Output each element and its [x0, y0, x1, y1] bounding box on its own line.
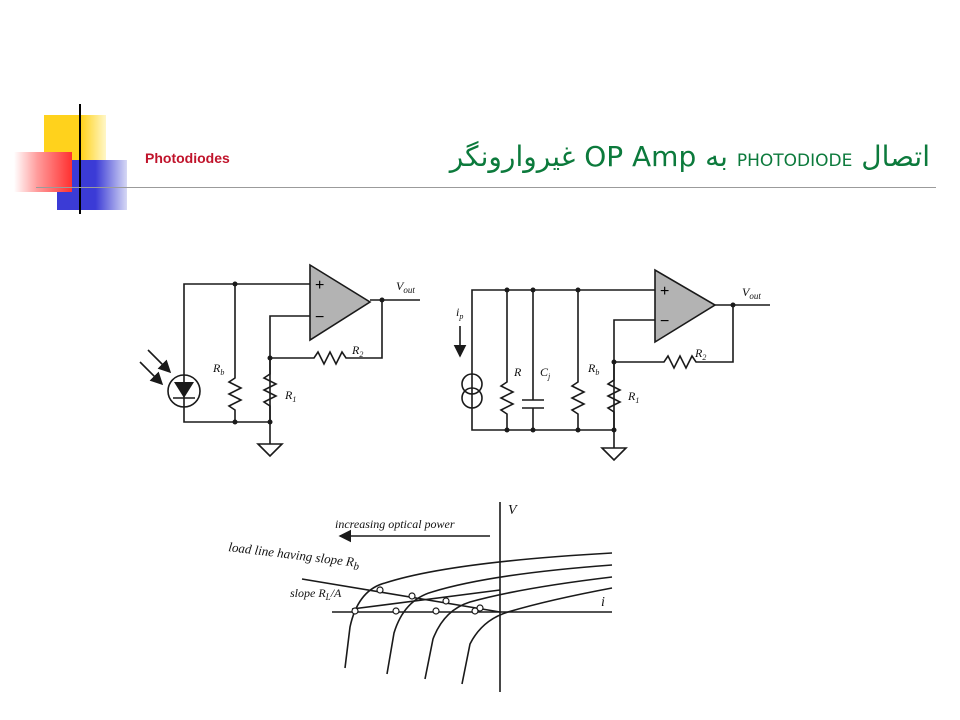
svg-text:load line having slope Rb: load line having slope Rb [227, 539, 361, 573]
left-minus-wire [269, 315, 310, 422]
iv-graph: V i increasing optical power load line h… [227, 502, 613, 692]
right-ip-sub: p [458, 312, 463, 321]
left-r1-sub: 1 [292, 395, 296, 404]
right-rb-resistor [570, 290, 586, 430]
right-circuit: + − Vout ip R Cj Rb R2 R1 [453, 268, 770, 462]
left-rb-resistor [227, 284, 243, 422]
right-ip: i [456, 305, 459, 319]
right-opamp-minus: − [660, 313, 669, 330]
right-ground [600, 430, 628, 462]
right-r2: R [694, 346, 703, 360]
title-underline [36, 187, 936, 188]
left-rb: R [212, 361, 221, 375]
left-photodiode-triangle [174, 382, 194, 398]
graph-slope-suffix: /A [330, 586, 342, 600]
left-r2-sub: 2 [359, 350, 363, 359]
left-r2: R [351, 343, 360, 357]
graph-point-7 [432, 607, 440, 615]
svg-text:Cj: Cj [540, 365, 551, 381]
left-vout-sub: out [403, 285, 415, 295]
right-vout-sub: out [749, 291, 761, 301]
slide-title: اتصال PHOTODIODE به OP Amp غیروارونگر [450, 140, 930, 173]
right-rb-sub: b [595, 368, 599, 377]
right-rb: R [587, 361, 596, 375]
svg-text:R2: R2 [694, 346, 706, 362]
left-r1: R [284, 388, 293, 402]
graph-slope-sub: L [325, 592, 331, 602]
graph-point-5 [351, 607, 359, 615]
right-r1-resistor [606, 362, 622, 430]
right-r-resistor [499, 290, 515, 430]
graph-slope-line [351, 589, 501, 610]
graph-point-8 [471, 607, 479, 615]
right-r1: R [627, 389, 636, 403]
graph-load-line [301, 578, 501, 613]
right-cj-capacitor [522, 290, 544, 430]
svg-text:R1: R1 [284, 388, 296, 404]
svg-text:Rb: Rb [587, 361, 599, 377]
right-cj: C [540, 365, 549, 379]
left-plus-wire [183, 283, 310, 423]
graph-point-3 [442, 597, 450, 605]
left-opamp-plus: + [315, 277, 324, 294]
left-r1-resistor [262, 358, 278, 422]
right-current-source-top [461, 373, 483, 395]
right-vout: V [742, 285, 751, 299]
graph-point-1 [376, 586, 384, 594]
left-circuit: + − Vout Rb R2 R1 [139, 263, 420, 458]
graph-point-6 [392, 607, 400, 615]
graph-load-line-sub: b [353, 560, 360, 573]
left-opamp [309, 263, 372, 342]
left-vout: V [396, 279, 405, 293]
graph-curve-2 [386, 564, 613, 675]
graph-curve-3 [424, 576, 613, 680]
left-rb-sub: b [220, 368, 224, 377]
graph-curve-4 [461, 587, 613, 685]
left-r2-resistor [270, 300, 383, 366]
graph-axis-v: V [508, 503, 518, 518]
right-cj-sub: j [547, 372, 551, 381]
title-photodiode: PHOTODIODE [736, 151, 853, 171]
graph-curve-1 [344, 552, 613, 669]
left-photodiode [167, 374, 201, 408]
right-minus-wire [613, 319, 655, 430]
svg-text:Vout: Vout [396, 279, 415, 295]
title-arabic-2: به [705, 140, 728, 173]
title-arabic-1: اتصال [861, 140, 930, 173]
svg-text:Vout: Vout [742, 285, 761, 301]
decor-vertical-line [79, 104, 81, 214]
right-opamp [654, 268, 717, 344]
right-r: R [513, 365, 522, 379]
graph-point-2 [408, 592, 416, 600]
svg-text:Rb: Rb [212, 361, 224, 377]
graph-arrow-label: increasing optical power [335, 517, 455, 531]
right-opamp-plus: + [660, 283, 669, 300]
left-ground [256, 422, 284, 458]
graph-load-line-label: load line having slope R [228, 539, 355, 569]
svg-text:slope RL/A: slope RL/A [290, 586, 342, 602]
svg-text:R2: R2 [351, 343, 363, 359]
graph-slope-label: slope R [290, 586, 326, 600]
right-top-rail [471, 289, 655, 431]
section-label: Photodiodes [145, 150, 230, 166]
decor-red-square [14, 152, 72, 192]
title-arabic-3: غیروارونگر [449, 140, 576, 173]
right-r2-resistor [614, 305, 734, 370]
right-current-source-bottom [461, 387, 483, 409]
left-opamp-minus: − [315, 309, 324, 326]
right-r2-sub: 2 [702, 353, 706, 362]
svg-text:ip: ip [456, 305, 463, 321]
right-r1-sub: 1 [635, 396, 639, 405]
svg-text:R1: R1 [627, 389, 639, 405]
graph-axis-i: i [601, 595, 605, 610]
title-opamp: OP Amp [584, 140, 697, 173]
graph-point-4 [476, 604, 484, 612]
